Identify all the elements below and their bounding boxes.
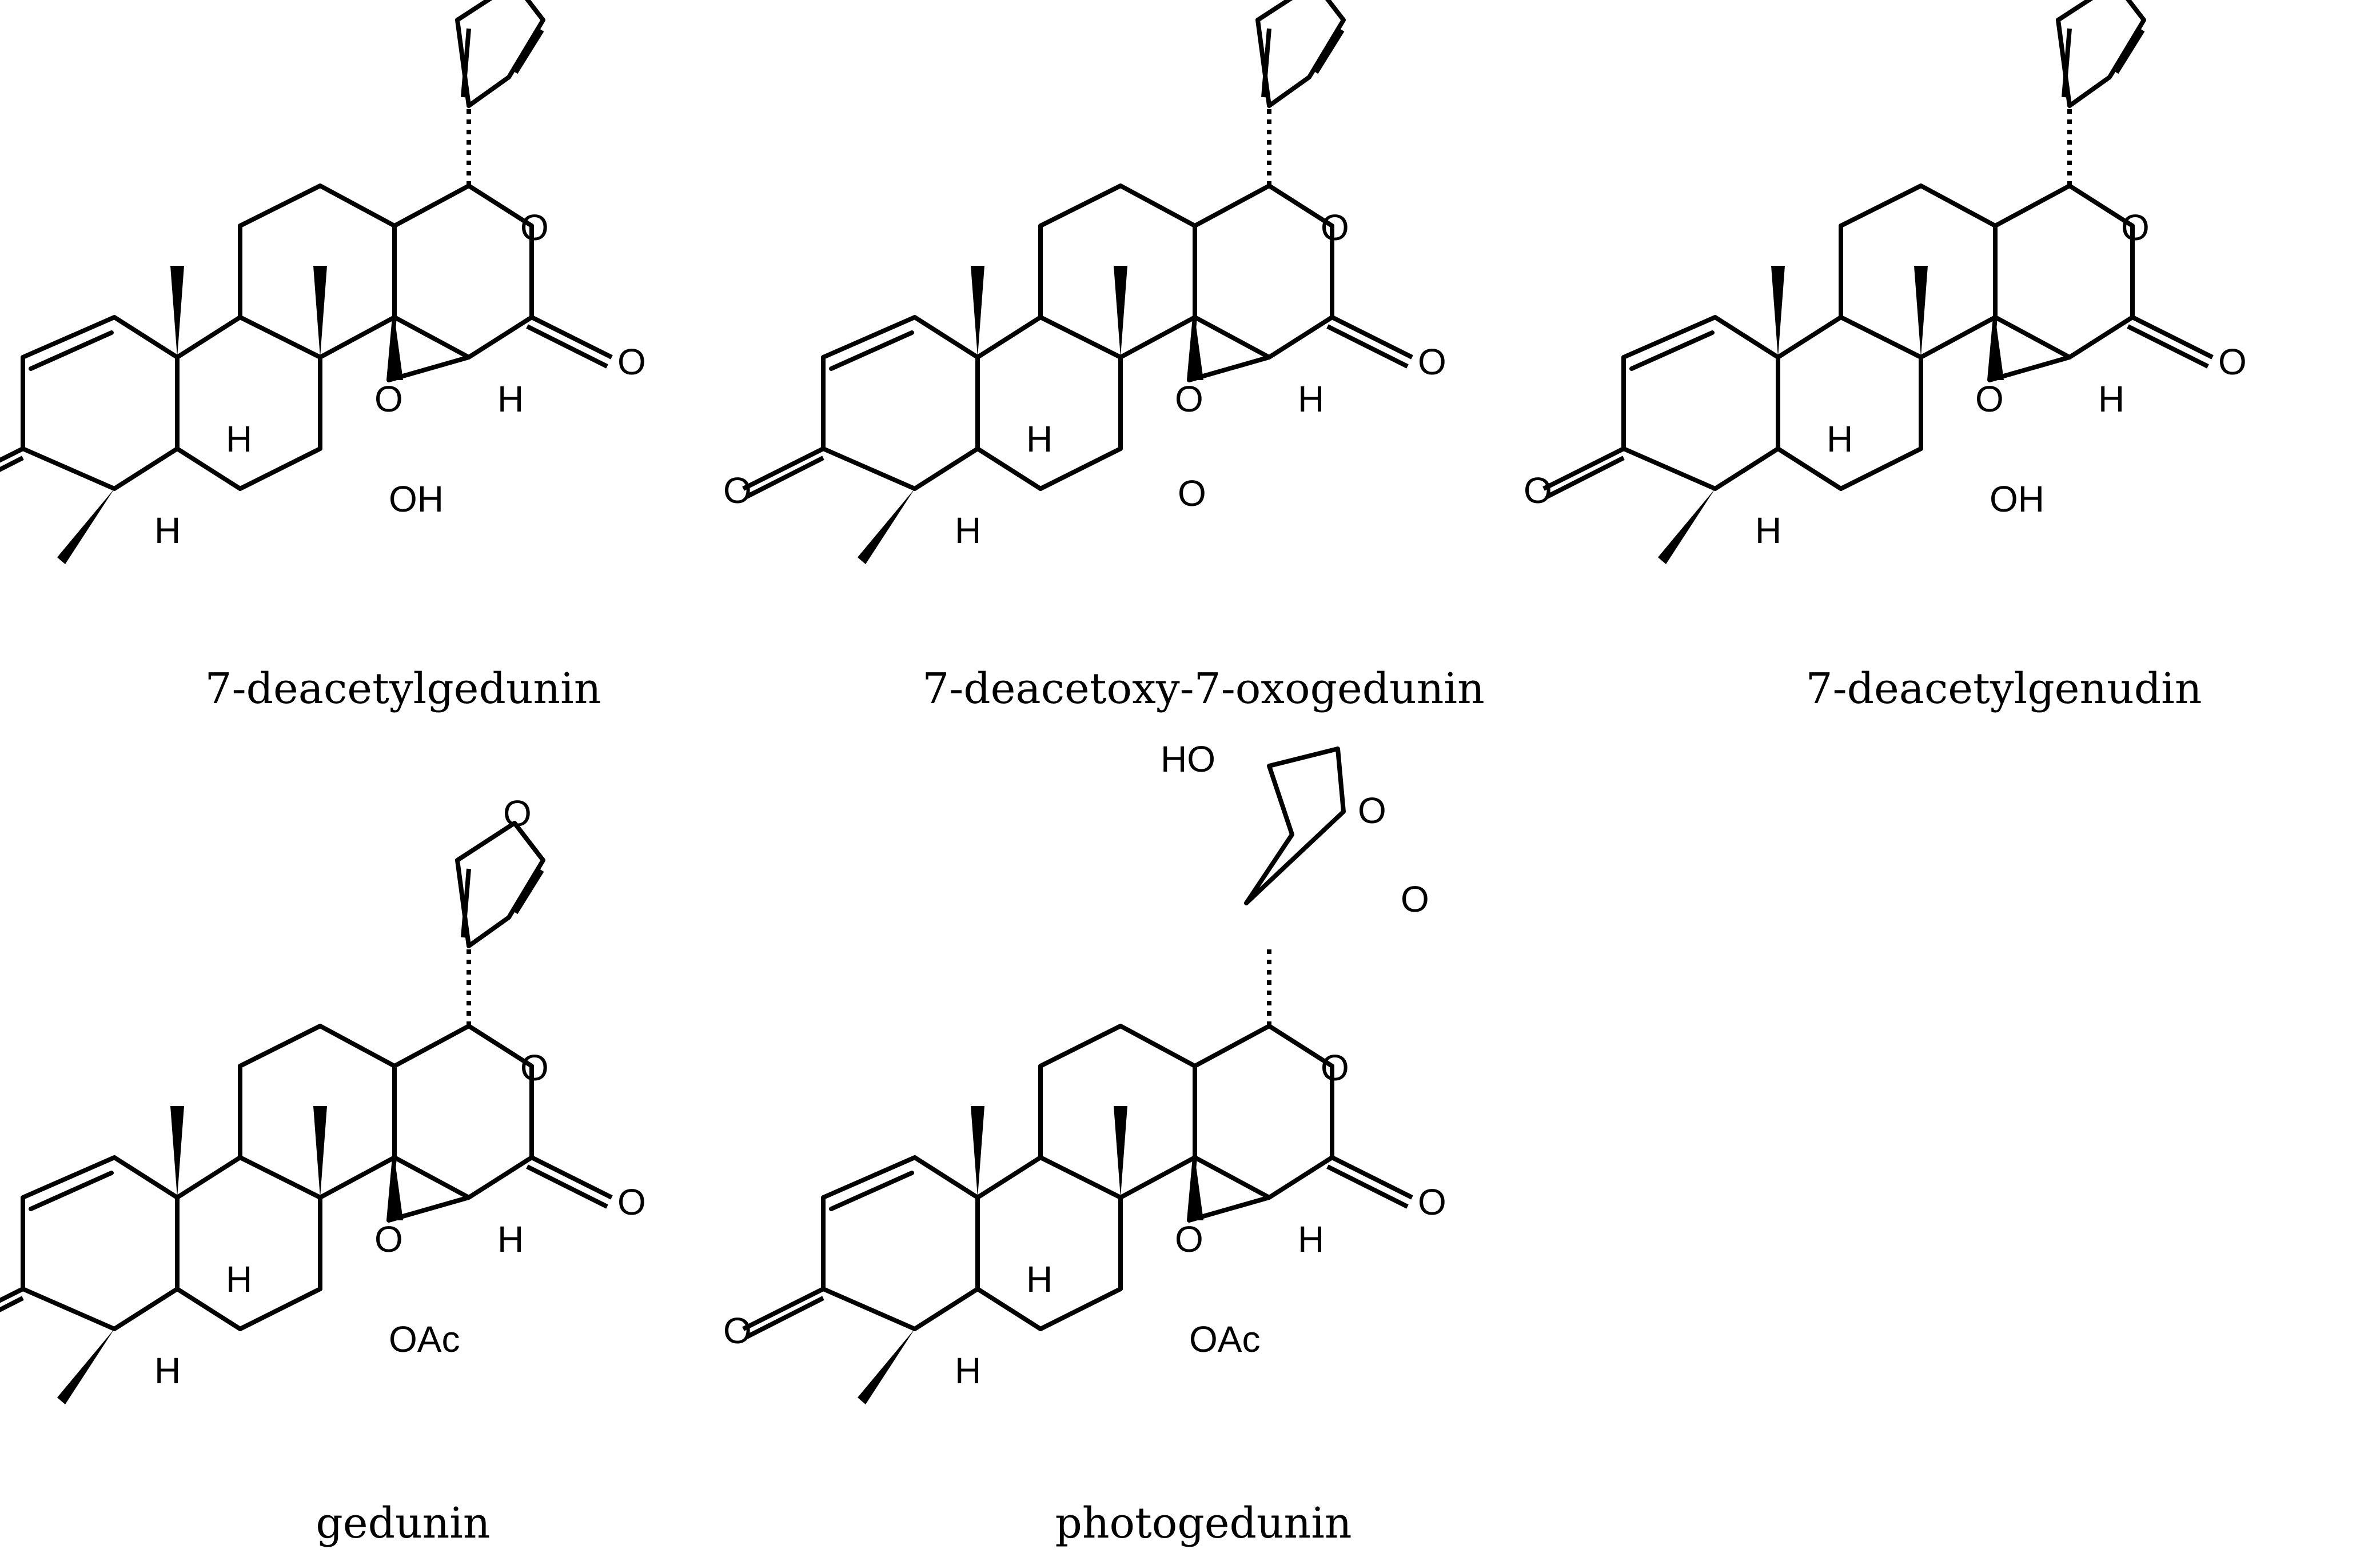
lactone-carbonyl-oxygen-label: O — [1418, 341, 1446, 382]
ketone-oxygen-label: O — [723, 470, 752, 511]
c5-hydrogen-label: H — [154, 510, 181, 551]
c7-substituent-label: OH — [389, 478, 444, 520]
c9-hydrogen-label: H — [1026, 418, 1053, 460]
c9-hydrogen-label: H — [1026, 1259, 1053, 1300]
butenolide-hydroxy-label: HO — [1161, 738, 1215, 780]
lactone-ring-oxygen-label: O — [520, 1047, 549, 1088]
epoxide-oxygen-label: O — [374, 1219, 403, 1260]
compound-name-caption: 7-deacetylgenudin — [1806, 664, 2202, 713]
c15-hydrogen-label: H — [2098, 378, 2124, 420]
lactone-carbonyl-oxygen-label: O — [1418, 1181, 1446, 1223]
lactone-carbonyl-oxygen-label: O — [617, 341, 646, 382]
labels-layer: OOOOHHHOHO7-deacetylgeduninOOOOHHHOO7-de… — [154, 207, 2247, 1548]
epoxide-oxygen-label: O — [1975, 378, 2004, 420]
c15-hydrogen-label: H — [497, 1219, 524, 1260]
epoxide-oxygen-label: O — [374, 378, 403, 420]
c7-substituent-label: OH — [1990, 478, 2044, 520]
c9-hydrogen-label: H — [226, 1259, 252, 1300]
lactone-ring-oxygen-label: O — [520, 207, 549, 248]
lactone-ring-oxygen-label: O — [1321, 1047, 1349, 1088]
lactone-carbonyl-oxygen-label: O — [2218, 341, 2247, 382]
epoxide-oxygen-label: O — [1175, 378, 1203, 420]
c15-hydrogen-label: H — [1298, 378, 1324, 420]
furan-oxygen-label: O — [503, 793, 532, 834]
butenolide-carbonyl-oxygen-label: O — [1401, 879, 1429, 920]
ketone-oxygen-label: O — [723, 1310, 752, 1351]
compound-name-caption: gedunin — [316, 1499, 490, 1548]
lactone-ring-oxygen-label: O — [1321, 207, 1349, 248]
compound-name-caption: 7-deacetylgedunin — [205, 664, 601, 713]
lactone-carbonyl-oxygen-label: O — [617, 1181, 646, 1223]
c7-substituent-label: OAc — [1189, 1319, 1260, 1360]
c15-hydrogen-label: H — [497, 378, 524, 420]
compound-name-caption: 7-deacetoxy-7-oxogedunin — [922, 664, 1485, 713]
compound-name-caption: photogedunin — [1055, 1499, 1352, 1548]
c9-hydrogen-label: H — [226, 418, 252, 460]
c5-hydrogen-label: H — [955, 510, 981, 551]
c5-hydrogen-label: H — [154, 1350, 181, 1391]
c7-keto-oxygen-label: O — [1178, 473, 1206, 514]
butenolide-ring-oxygen-label: O — [1358, 790, 1386, 831]
c15-hydrogen-label: H — [1298, 1219, 1324, 1260]
lactone-ring-oxygen-label: O — [2121, 207, 2150, 248]
c9-hydrogen-label: H — [1827, 418, 1853, 460]
c5-hydrogen-label: H — [1755, 510, 1781, 551]
c7-substituent-label: OAc — [389, 1319, 460, 1360]
ketone-oxygen-label: O — [1524, 470, 1552, 511]
c5-hydrogen-label: H — [955, 1350, 981, 1391]
epoxide-oxygen-label: O — [1175, 1219, 1203, 1260]
